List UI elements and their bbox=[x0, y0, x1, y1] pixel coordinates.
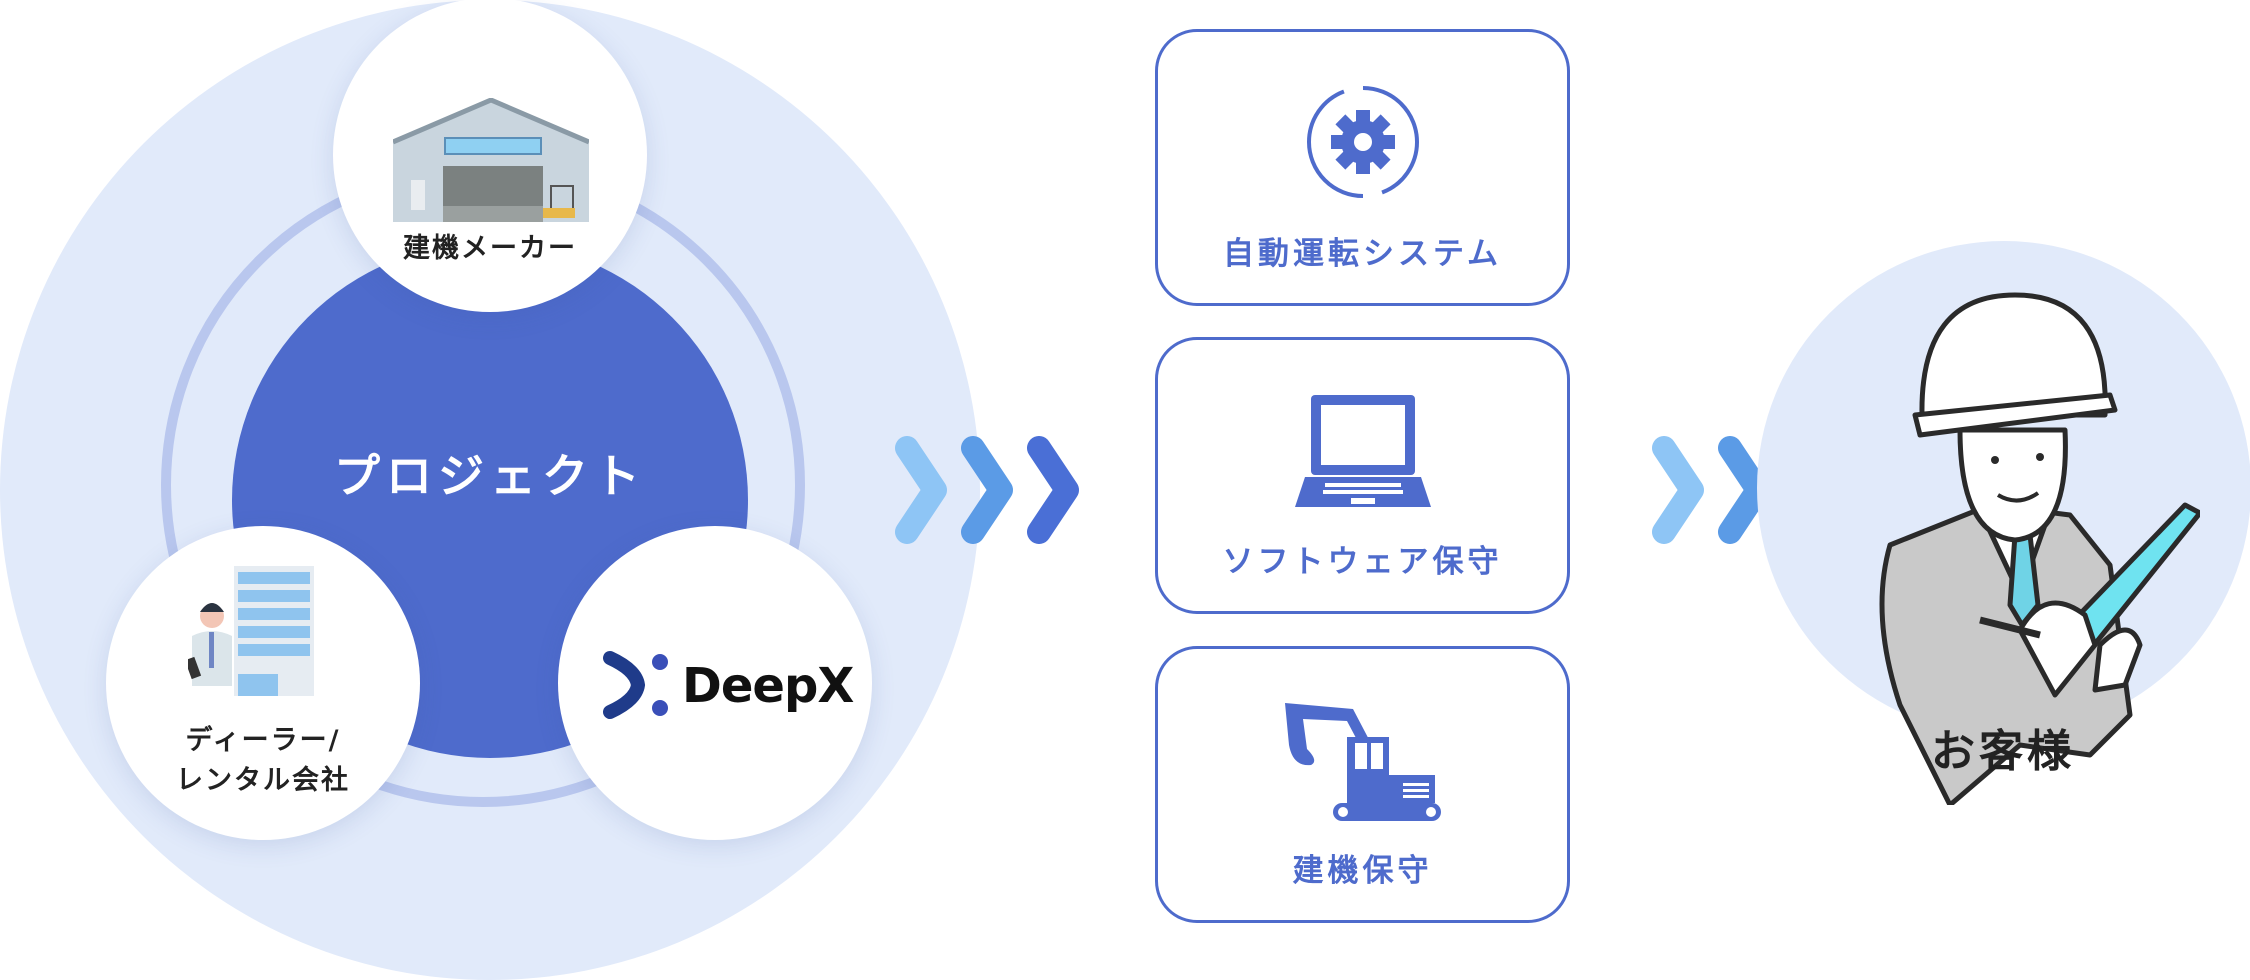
service-label: 自動運転システム bbox=[1222, 236, 1503, 272]
chevron-right-icon bbox=[1718, 436, 1770, 544]
service-label: 建機保守 bbox=[1292, 853, 1433, 889]
service-card-autonomous: 自動運転システム bbox=[1155, 29, 1570, 306]
chevron-right-icon bbox=[1027, 436, 1079, 544]
deepx-logo bbox=[603, 651, 668, 719]
gear-cycle-icon bbox=[1306, 86, 1419, 198]
service-label: ソフトウェア保守 bbox=[1222, 544, 1503, 580]
chevron-right-icon bbox=[895, 436, 947, 544]
deepx-wordmark: DeepX bbox=[682, 658, 854, 714]
member-label-line2: レンタル会社 bbox=[176, 765, 350, 796]
laptop-icon bbox=[1294, 395, 1431, 507]
service-card-software: ソフトウェア保守 bbox=[1155, 337, 1570, 614]
engineer-icon bbox=[1879, 292, 2200, 805]
service-card-machine: 建機保守 bbox=[1155, 646, 1570, 923]
member-label-line1: ディーラー/ bbox=[185, 725, 341, 756]
excavator-icon bbox=[1284, 703, 1441, 821]
customer-label: お客様 bbox=[1931, 726, 2075, 777]
factory-icon bbox=[393, 98, 589, 222]
member-dealer-rental: ディーラー/ レンタル会社 bbox=[106, 526, 420, 840]
project-label: プロジェクト bbox=[334, 449, 646, 503]
chevron-right-icon bbox=[961, 436, 1013, 544]
member-construction-maker: 建機メーカー bbox=[333, 0, 647, 312]
flow-arrows-1 bbox=[895, 436, 1079, 544]
office-worker-icon bbox=[188, 566, 314, 696]
member-label: 建機メーカー bbox=[403, 233, 577, 264]
member-deepx: DeepX bbox=[558, 526, 872, 840]
chevron-right-icon bbox=[1652, 436, 1704, 544]
